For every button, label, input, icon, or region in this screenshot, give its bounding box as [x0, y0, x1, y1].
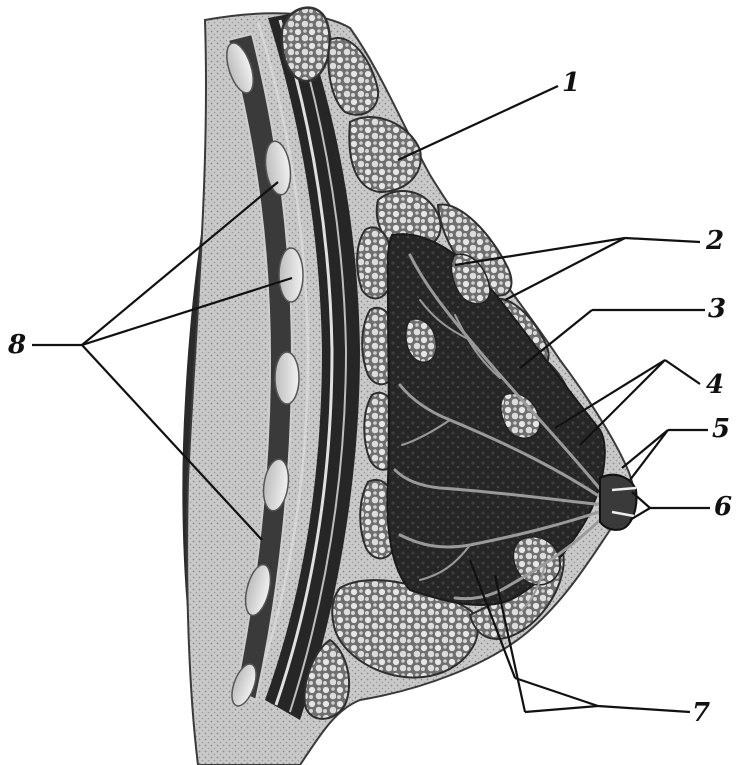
- nipple: [600, 475, 637, 530]
- label-2: 2: [706, 228, 724, 254]
- label-4: 4: [706, 372, 724, 398]
- rib: [275, 352, 299, 404]
- leader-line-4a: [665, 360, 700, 384]
- label-8: 8: [8, 332, 26, 358]
- leader-line-7a: [598, 706, 690, 712]
- label-7: 7: [692, 700, 710, 726]
- label-6: 6: [714, 494, 732, 520]
- leader-line-1: [398, 86, 558, 160]
- label-5: 5: [712, 416, 730, 442]
- rib: [279, 248, 303, 302]
- leader-line-7b: [525, 706, 598, 712]
- clavicle: [282, 8, 330, 81]
- leader-line-5b: [622, 430, 668, 468]
- leader-line-2a: [625, 238, 700, 242]
- label-3: 3: [708, 296, 726, 322]
- label-1: 1: [562, 70, 580, 96]
- leader-line-5c: [630, 430, 668, 480]
- leader-line-4c: [580, 360, 665, 445]
- leader-line-7d: [515, 678, 598, 706]
